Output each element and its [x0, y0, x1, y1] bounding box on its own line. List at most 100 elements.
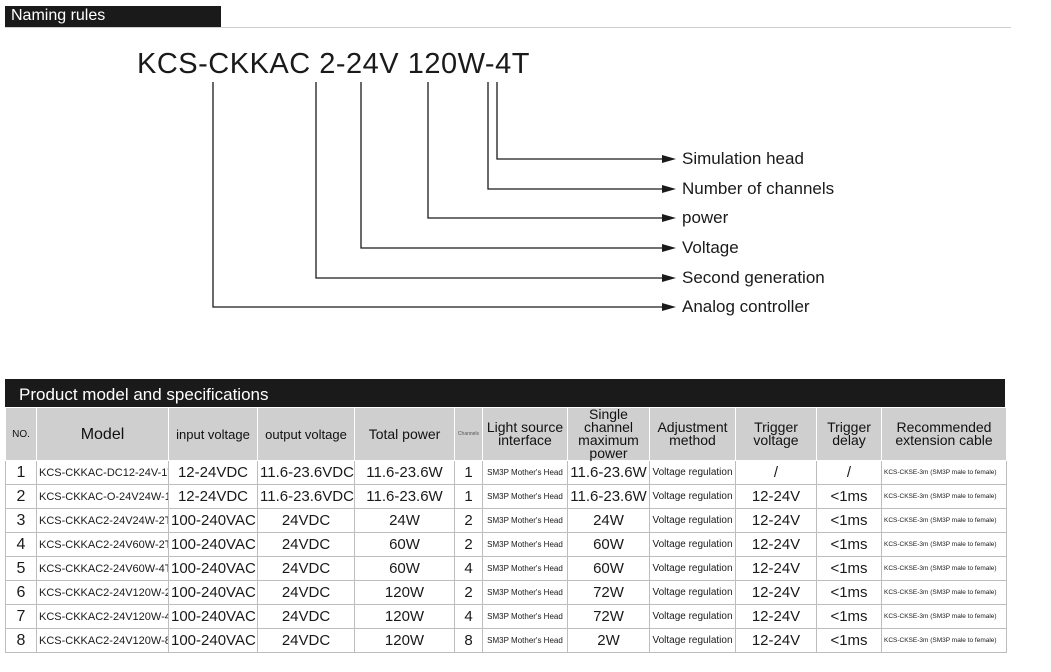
cell-trigger-voltage: 12-24V [735, 484, 817, 509]
header-output-voltage: output voltage [257, 407, 355, 461]
cell-input-voltage: 100-240VAC [168, 580, 258, 605]
label-number-of-channels: Number of channels [682, 179, 835, 198]
spec-table: NO. Model input voltage output voltage T… [5, 407, 1007, 653]
cell-adjustment: Voltage regulation [649, 628, 736, 653]
cell-channels: 1 [454, 460, 483, 485]
cell-light-source: SM3P Mother's Head [482, 628, 568, 653]
cell-single-power: 72W [567, 580, 650, 605]
product-spec-title: Product model and specifications [19, 385, 269, 404]
cell-total-power: 24W [354, 508, 455, 533]
cell-channels: 4 [454, 604, 483, 629]
cell-cable: KCS-CKSE-3m (SM3P male to female) [881, 532, 1007, 557]
cell-no: 4 [5, 532, 37, 557]
connector-voltage [360, 82, 662, 249]
cell-light-source: SM3P Mother's Head [482, 556, 568, 581]
cell-adjustment: Voltage regulation [649, 508, 736, 533]
cell-model: KCS-CKKAC2-24V120W-4T [36, 604, 169, 629]
table-row: 6 KCS-CKKAC2-24V120W-2T 100-240VAC 24VDC… [5, 580, 1007, 605]
cell-cable: KCS-CKSE-3m (SM3P male to female) [881, 604, 1007, 629]
header-trigger-delay: Trigger delay [816, 407, 882, 461]
cell-cable: KCS-CKSE-3m (SM3P male to female) [881, 628, 1007, 653]
table-row: 2 KCS-CKKAC-O-24V24W-1T 12-24VDC 11.6-23… [5, 484, 1007, 509]
cell-cable: KCS-CKSE-3m (SM3P male to female) [881, 508, 1007, 533]
table-row: 3 KCS-CKKAC2-24V24W-2T 100-240VAC 24VDC … [5, 508, 1007, 533]
cell-output-voltage: 24VDC [257, 508, 355, 533]
arrowhead-icon [662, 274, 676, 282]
product-spec-header: Product model and specifications [5, 379, 1005, 407]
table-header-row: NO. Model input voltage output voltage T… [5, 407, 1007, 461]
naming-rules-title: Naming rules [11, 7, 106, 24]
cell-single-power: 2W [567, 628, 650, 653]
cell-input-voltage: 100-240VAC [168, 532, 258, 557]
cell-output-voltage: 24VDC [257, 556, 355, 581]
cell-adjustment: Voltage regulation [649, 604, 736, 629]
connector-number-of-channels [487, 82, 662, 190]
cell-trigger-voltage: 12-24V [735, 532, 817, 557]
cell-output-voltage: 24VDC [257, 604, 355, 629]
cell-single-power: 11.6-23.6W [567, 460, 650, 485]
cell-cable: KCS-CKSE-3m (SM3P male to female) [881, 556, 1007, 581]
cell-single-power: 24W [567, 508, 650, 533]
cell-no: 7 [5, 604, 37, 629]
cell-output-voltage: 24VDC [257, 628, 355, 653]
cell-trigger-voltage: 12-24V [735, 604, 817, 629]
table-row: 1 KCS-CKKAC-DC12-24V-1T 12-24VDC 11.6-23… [5, 460, 1007, 485]
cell-single-power: 72W [567, 604, 650, 629]
cell-cable: KCS-CKSE-3m (SM3P male to female) [881, 460, 1007, 485]
cell-total-power: 11.6-23.6W [354, 460, 455, 485]
cell-trigger-delay: <1ms [816, 580, 882, 605]
naming-rules-divider [5, 27, 1011, 28]
cell-model: KCS-CKKAC2-24V24W-2T [36, 508, 169, 533]
naming-rules-header: Naming rules [5, 6, 221, 27]
header-no: NO. [5, 407, 37, 461]
cell-no: 8 [5, 628, 37, 653]
cell-trigger-delay: <1ms [816, 532, 882, 557]
cell-model: KCS-CKKAC2-24V120W-8T [36, 628, 169, 653]
naming-connector-lines [212, 82, 676, 311]
cell-output-voltage: 24VDC [257, 532, 355, 557]
header-total-power: Total power [354, 407, 455, 461]
cell-no: 6 [5, 580, 37, 605]
arrowhead-icon [662, 185, 676, 193]
cell-light-source: SM3P Mother's Head [482, 532, 568, 557]
cell-input-voltage: 100-240VAC [168, 628, 258, 653]
connector-simulation-head [496, 82, 662, 160]
cell-model: KCS-CKKAC2-24V120W-2T [36, 580, 169, 605]
cell-output-voltage: 24VDC [257, 580, 355, 605]
cell-light-source: SM3P Mother's Head [482, 580, 568, 605]
label-analog-controller: Analog controller [682, 297, 810, 316]
table-row: 7 KCS-CKKAC2-24V120W-4T 100-240VAC 24VDC… [5, 604, 1007, 629]
header-input-voltage: input voltage [168, 407, 258, 461]
label-second-generation: Second generation [682, 268, 825, 287]
cell-adjustment: Voltage regulation [649, 484, 736, 509]
cell-model: KCS-CKKAC2-24V60W-2T [36, 532, 169, 557]
cell-model: KCS-CKKAC-DC12-24V-1T [36, 460, 169, 485]
cell-channels: 4 [454, 556, 483, 581]
cell-adjustment: Voltage regulation [649, 532, 736, 557]
cell-single-power: 60W [567, 556, 650, 581]
cell-adjustment: Voltage regulation [649, 580, 736, 605]
model-name-string: KCS-CKKAC 2-24V 120W-4T [137, 48, 530, 80]
cell-trigger-delay: / [816, 460, 882, 485]
cell-trigger-voltage: 12-24V [735, 580, 817, 605]
header-single-power: Single channel maximum power [567, 407, 650, 461]
cell-adjustment: Voltage regulation [649, 460, 736, 485]
cell-total-power: 11.6-23.6W [354, 484, 455, 509]
label-simulation-head: Simulation head [682, 149, 804, 168]
header-cable: Recommended extension cable [881, 407, 1007, 461]
cell-output-voltage: 11.6-23.6VDC [257, 460, 355, 485]
cell-trigger-delay: <1ms [816, 484, 882, 509]
cell-single-power: 11.6-23.6W [567, 484, 650, 509]
cell-channels: 2 [454, 580, 483, 605]
cell-trigger-voltage: 12-24V [735, 508, 817, 533]
cell-model: KCS-CKKAC2-24V60W-4T [36, 556, 169, 581]
header-light-source: Light source interface [482, 407, 568, 461]
arrowhead-icon [662, 155, 676, 163]
cell-channels: 8 [454, 628, 483, 653]
cell-trigger-delay: <1ms [816, 628, 882, 653]
cell-channels: 1 [454, 484, 483, 509]
cell-total-power: 120W [354, 580, 455, 605]
cell-total-power: 120W [354, 604, 455, 629]
cell-total-power: 120W [354, 628, 455, 653]
table-row: 8 KCS-CKKAC2-24V120W-8T 100-240VAC 24VDC… [5, 628, 1007, 653]
